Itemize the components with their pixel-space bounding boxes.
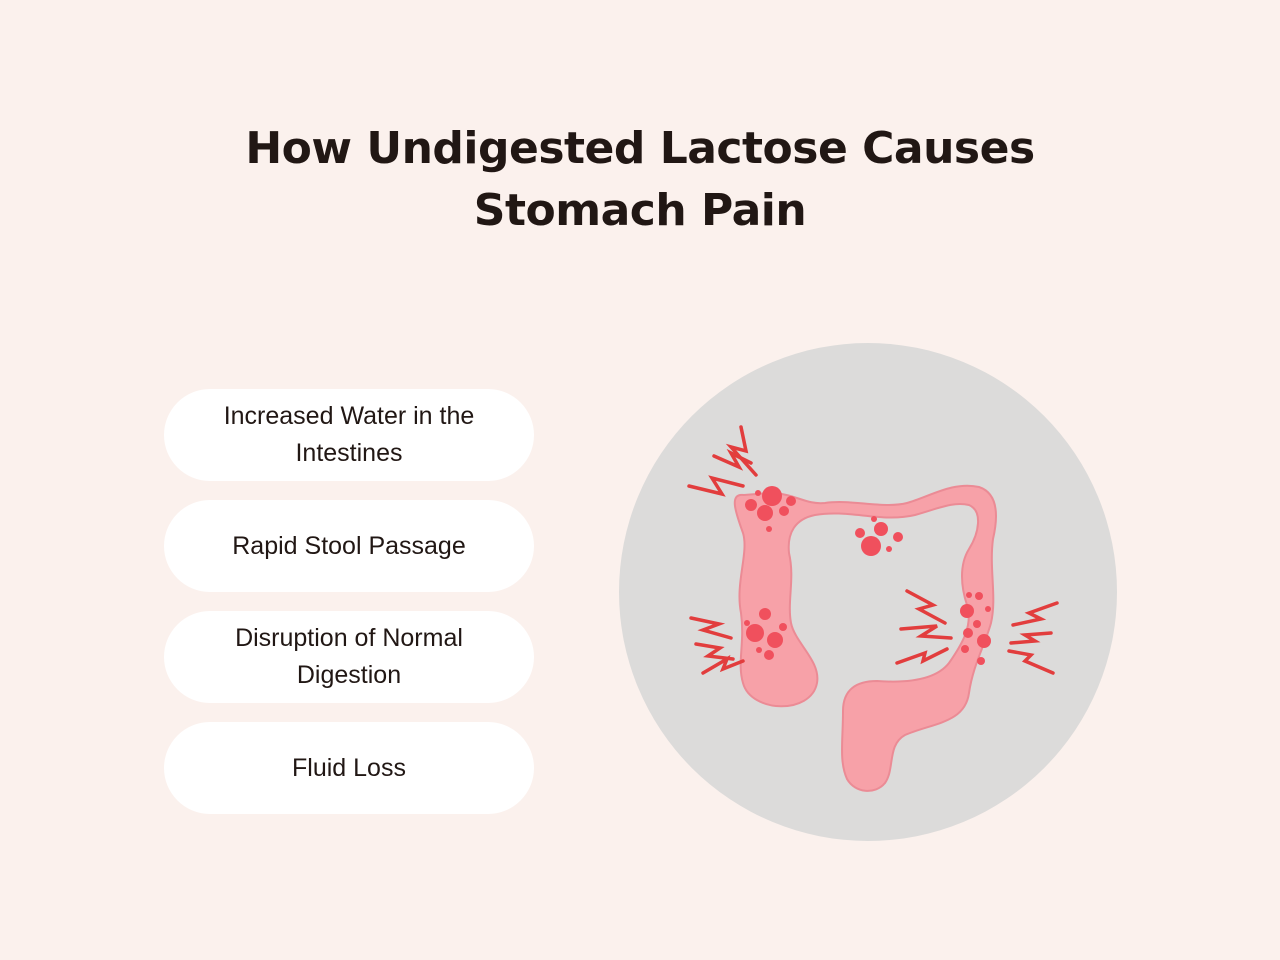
- inflamed-intestine-icon: [619, 343, 1117, 841]
- effect-pill-increased-water: Increased Water in the Intestines: [164, 389, 534, 481]
- effect-pill-rapid-stool-passage: Rapid Stool Passage: [164, 500, 534, 592]
- page-title-line-2: Stomach Pain: [473, 185, 807, 236]
- inflammation-spots: [744, 486, 991, 665]
- effect-label: Rapid Stool Passage: [232, 531, 466, 560]
- effect-pill-disruption-of-digestion: Disruption of Normal Digestion: [164, 611, 534, 703]
- effect-label: Increased Water in the Intestines: [223, 402, 475, 467]
- page-title-line-1: How Undigested Lactose Causes: [245, 123, 1035, 174]
- effects-list: Increased Water in the Intestines Rapid …: [164, 389, 534, 833]
- intestine-body: [733, 484, 998, 792]
- illustration-circle-background: [619, 343, 1117, 841]
- pain-marks: [687, 425, 1059, 675]
- page-title: How Undigested Lactose Causes Stomach Pa…: [0, 118, 1280, 242]
- effect-pill-fluid-loss: Fluid Loss: [164, 722, 534, 814]
- effect-label: Fluid Loss: [292, 753, 406, 782]
- effect-label: Disruption of Normal Digestion: [235, 624, 463, 689]
